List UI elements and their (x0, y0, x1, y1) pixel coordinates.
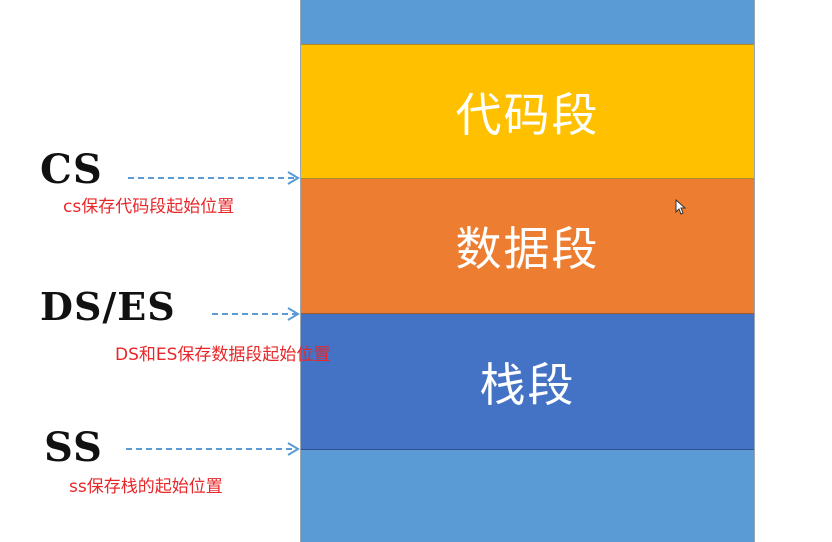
stack-segment-label: 栈段 (479, 357, 576, 412)
ds-es-register-note: DS和ES保存数据段起始位置 (115, 345, 331, 365)
cs-register-label: CS (40, 146, 103, 193)
memory-column-right-border (754, 0, 755, 542)
data-segment-label: 数据段 (455, 222, 600, 276)
code-segment-label: 代码段 (455, 87, 600, 142)
mouse-pointer-icon (675, 199, 687, 215)
memory-column-left-border (300, 0, 301, 542)
cs-pointer-arrow (128, 171, 300, 185)
stack-segment-block: 栈段 (301, 314, 754, 450)
memory-block-bottom (301, 450, 754, 542)
ss-register-label: SS (44, 424, 103, 471)
ds-es-register-label: DS/ES (40, 284, 176, 329)
ss-pointer-arrow (126, 442, 300, 456)
ss-register-note: ss保存栈的起始位置 (69, 477, 223, 497)
data-segment-block: 数据段 (301, 179, 754, 314)
code-segment-block: 代码段 (301, 44, 754, 179)
cs-register-note: cs保存代码段起始位置 (63, 197, 235, 217)
memory-block-top (301, 0, 754, 44)
ds-es-pointer-arrow (212, 307, 300, 321)
